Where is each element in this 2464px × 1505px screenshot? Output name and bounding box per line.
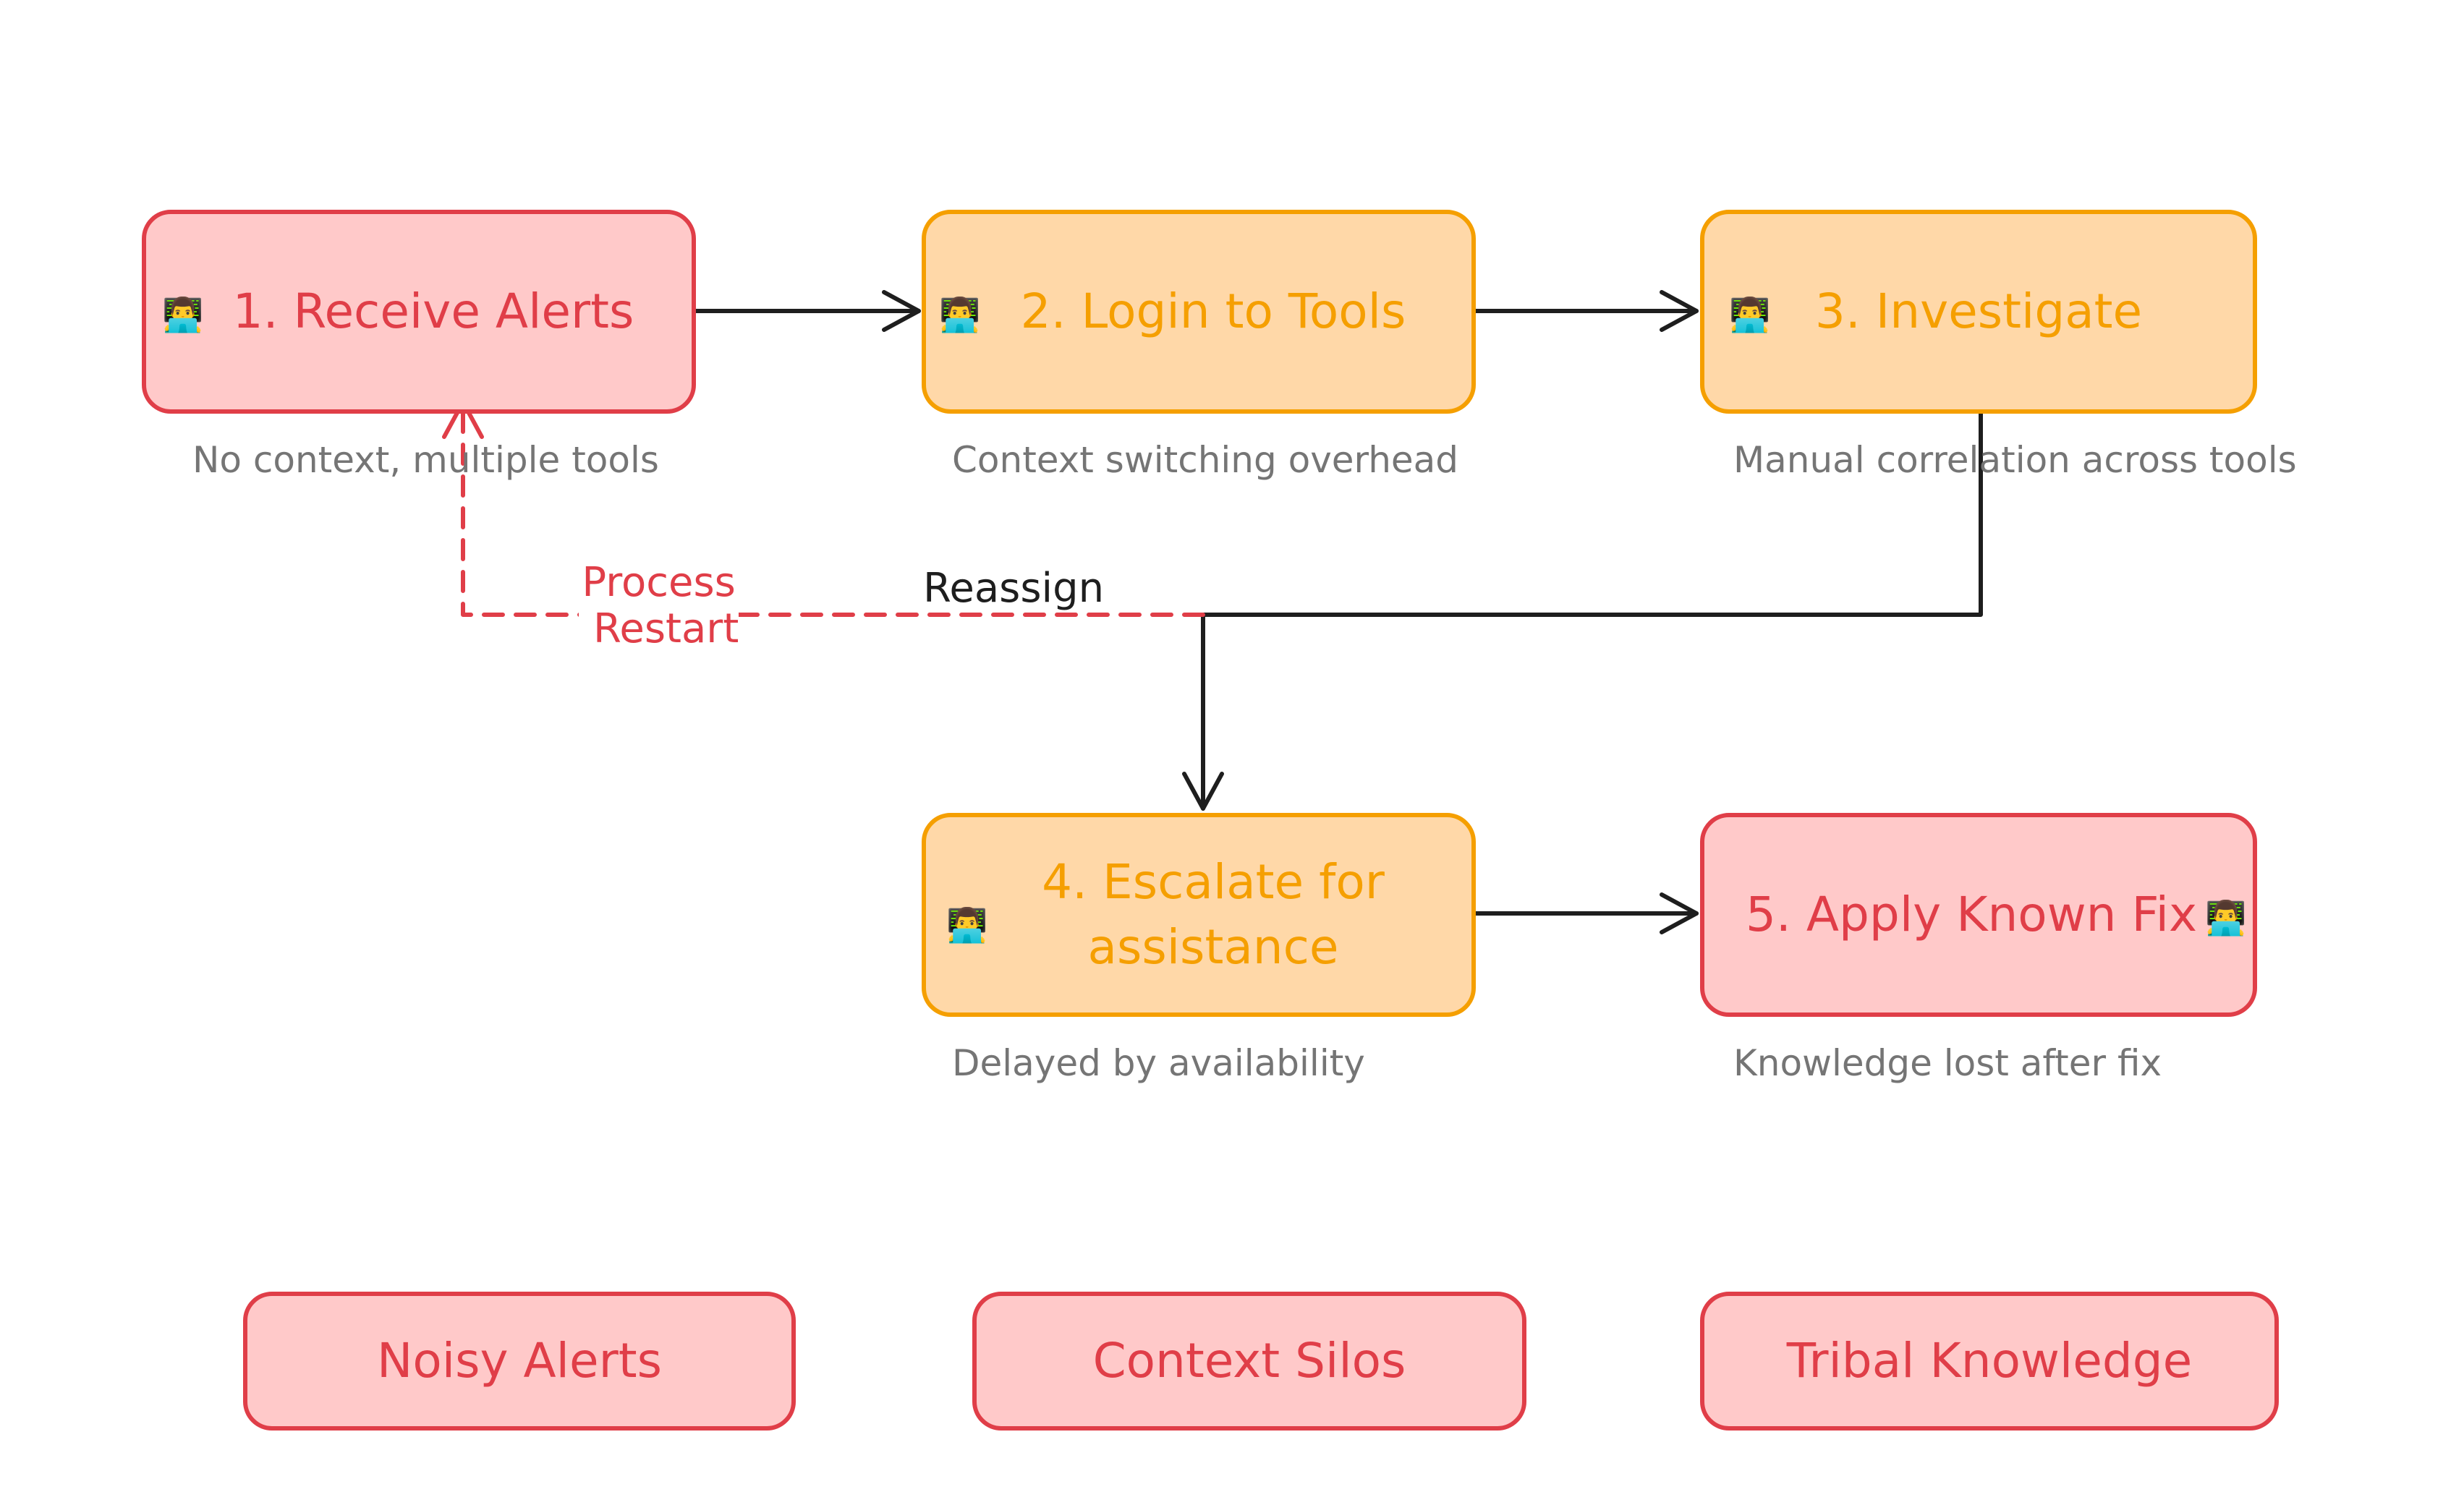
step-1-note: No context, multiple tools	[192, 439, 659, 481]
step-2-note: Context switching overhead	[952, 439, 1459, 481]
person-at-laptop-icon: 👨‍💻	[2205, 898, 2247, 937]
process-restart-line-1: Process	[582, 559, 736, 606]
person-at-laptop-icon: 👨‍💻	[939, 295, 981, 334]
step-4-escalate: 👨‍💻 4. Escalate for assistance	[922, 813, 1476, 1017]
step-3-label: 3. Investigate	[1814, 283, 2143, 339]
step-5-apply-known-fix: 5. Apply Known Fix 👨‍💻	[1700, 813, 2257, 1017]
step-3-note: Manual correlation across tools	[1733, 439, 2297, 481]
step-5-label: 5. Apply Known Fix	[1745, 887, 2198, 942]
step-4-label: 4. Escalate for assistance	[1042, 854, 1385, 975]
arrow-step4-to-step5	[1474, 892, 1699, 934]
problem-label: Tribal Knowledge	[1786, 1333, 2193, 1389]
step-3-investigate: 👨‍💻 3. Investigate	[1700, 210, 2257, 414]
process-restart-label: Process Restart	[579, 560, 739, 652]
problem-context-silos: Context Silos	[972, 1292, 1526, 1431]
arrow-step1-to-step2	[694, 290, 921, 332]
person-at-laptop-icon: 👨‍💻	[946, 905, 988, 945]
problem-tribal-knowledge: Tribal Knowledge	[1700, 1292, 2279, 1431]
problem-noisy-alerts: Noisy Alerts	[243, 1292, 796, 1431]
step-1-receive-alerts: 👨‍💻 1. Receive Alerts	[142, 210, 696, 414]
arrow-reassign-step3-to-step4	[1182, 412, 1983, 811]
process-restart-line-2: Restart	[593, 605, 739, 652]
step-1-label: 1. Receive Alerts	[232, 283, 634, 339]
problem-label: Noisy Alerts	[376, 1333, 662, 1389]
step-2-login-to-tools: 👨‍💻 2. Login to Tools	[922, 210, 1476, 414]
step-2-label: 2. Login to Tools	[1020, 283, 1406, 339]
arrow-step2-to-step3	[1474, 290, 1699, 332]
problem-label: Context Silos	[1092, 1333, 1406, 1389]
reassign-label: Reassign	[923, 565, 1105, 612]
person-at-laptop-icon: 👨‍💻	[162, 295, 204, 334]
person-at-laptop-icon: 👨‍💻	[1729, 295, 1771, 334]
step-5-note: Knowledge lost after fix	[1733, 1042, 2162, 1084]
step-4-note: Delayed by availability	[952, 1042, 1365, 1084]
